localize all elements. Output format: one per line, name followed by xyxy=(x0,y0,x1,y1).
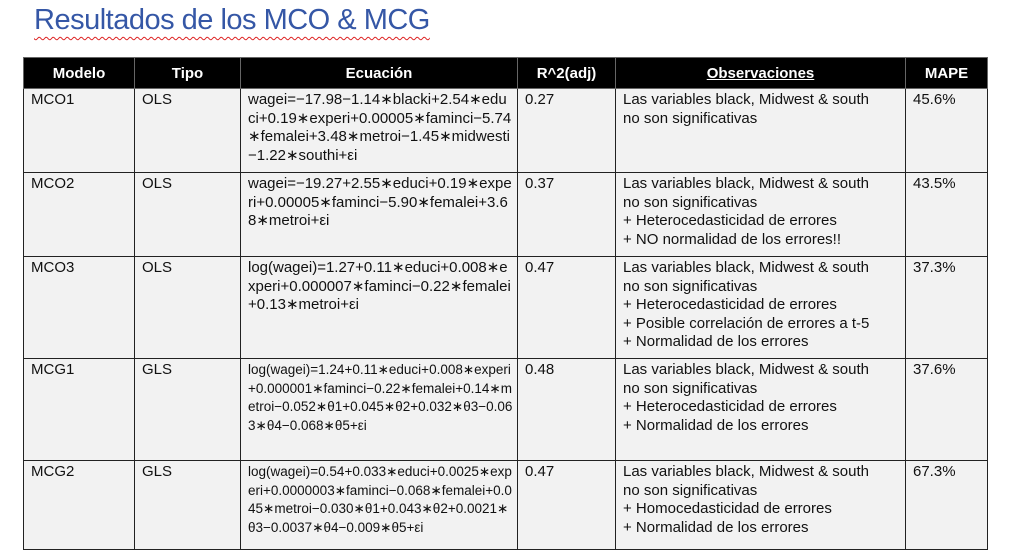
cell-modelo: MCG1 xyxy=(23,358,135,461)
cell-tipo: GLS xyxy=(134,460,241,550)
obs-line: no son significativas xyxy=(623,379,758,397)
cell-ecuacion: wagei=−17.98−1.14∗blacki+2.54∗educi+0.19… xyxy=(240,88,518,173)
header-ecuacion: Ecuación xyxy=(240,57,518,89)
cell-modelo: MCO1 xyxy=(23,88,135,173)
cell-r2: 0.27 xyxy=(517,88,616,173)
cell-modelo: MCG2 xyxy=(23,460,135,550)
cell-modelo: MCO3 xyxy=(23,256,135,359)
obs-line: no son significativas xyxy=(623,193,758,211)
results-table: Modelo Tipo Ecuación R^2(adj) Observacio… xyxy=(23,57,988,550)
obs-line: no son significativas xyxy=(623,277,758,295)
header-modelo: Modelo xyxy=(23,57,135,89)
page-title: Resultados de los MCO & MCG xyxy=(34,4,430,36)
obs-line: Las variables black, Midwest & south xyxy=(623,91,869,108)
cell-r2: 0.47 xyxy=(517,460,616,550)
obs-line: + Normalidad de los errores xyxy=(623,333,809,350)
cell-observaciones: Las variables black, Midwest & south no … xyxy=(615,88,906,173)
cell-mape: 37.6% xyxy=(905,358,988,461)
obs-line: no son significativas xyxy=(623,109,758,127)
cell-mape: 45.6% xyxy=(905,88,988,173)
obs-line: + Normalidad de los errores xyxy=(623,518,809,536)
cell-observaciones: Las variables black, Midwest & south no … xyxy=(615,256,906,359)
header-row: Modelo Tipo Ecuación R^2(adj) Observacio… xyxy=(23,57,988,89)
table-header: Modelo Tipo Ecuación R^2(adj) Observacio… xyxy=(23,57,988,89)
cell-observaciones: Las variables black, Midwest & south no … xyxy=(615,172,906,257)
obs-line: Las variables black, Midwest & south xyxy=(623,259,869,276)
obs-line: Las variables black, Midwest & south xyxy=(623,175,869,192)
cell-r2: 0.47 xyxy=(517,256,616,359)
cell-tipo: GLS xyxy=(134,358,241,461)
cell-tipo: OLS xyxy=(134,88,241,173)
cell-mape: 43.5% xyxy=(905,172,988,257)
table-row: MCO2 OLS wagei=−19.27+2.55∗educi+0.19∗ex… xyxy=(23,172,988,257)
header-observaciones: Observaciones xyxy=(615,57,906,89)
cell-observaciones: Las variables black, Midwest & south no … xyxy=(615,460,906,550)
table-body: MCO1 OLS wagei=−17.98−1.14∗blacki+2.54∗e… xyxy=(23,88,988,550)
obs-line: + Heterocedasticidad de errores xyxy=(623,212,837,229)
cell-tipo: OLS xyxy=(134,172,241,257)
cell-tipo: OLS xyxy=(134,256,241,359)
cell-ecuacion: wagei=−19.27+2.55∗educi+0.19∗experi+0.00… xyxy=(240,172,518,257)
header-r2: R^2(adj) xyxy=(517,57,616,89)
cell-ecuacion: log(wagei)=0.54+0.033∗educi+0.0025∗exper… xyxy=(240,460,518,550)
cell-observaciones: Las variables black, Midwest & south no … xyxy=(615,358,906,461)
cell-r2: 0.37 xyxy=(517,172,616,257)
cell-mape: 67.3% xyxy=(905,460,988,550)
table-row: MCO3 OLS log(wagei)=1.27+0.11∗educi+0.00… xyxy=(23,256,988,359)
cell-mape: 37.3% xyxy=(905,256,988,359)
obs-line: + Heterocedasticidad de errores xyxy=(623,296,837,313)
obs-line: + Normalidad de los errores xyxy=(623,416,809,434)
obs-line: + Posible correlación de errores a t-5 xyxy=(623,314,870,332)
obs-line: Las variables black, Midwest & south xyxy=(623,361,869,378)
cell-modelo: MCO2 xyxy=(23,172,135,257)
table-row: MCO1 OLS wagei=−17.98−1.14∗blacki+2.54∗e… xyxy=(23,88,988,173)
header-tipo: Tipo xyxy=(134,57,241,89)
cell-ecuacion: log(wagei)=1.27+0.11∗educi+0.008∗experi+… xyxy=(240,256,518,359)
obs-line: Las variables black, Midwest & south xyxy=(623,463,869,480)
obs-line: + Heterocedasticidad de errores xyxy=(623,398,837,415)
obs-line: no son significativas xyxy=(623,481,758,499)
table-row: MCG2 GLS log(wagei)=0.54+0.033∗educi+0.0… xyxy=(23,460,988,550)
obs-line: + Homocedasticidad de errores xyxy=(623,500,832,517)
obs-line: + NO normalidad de los errores!! xyxy=(623,230,842,248)
table-row: MCG1 GLS log(wagei)=1.24+0.11∗educi+0.00… xyxy=(23,358,988,461)
cell-ecuacion: log(wagei)=1.24+0.11∗educi+0.008∗experi+… xyxy=(240,358,518,461)
cell-r2: 0.48 xyxy=(517,358,616,461)
header-mape: MAPE xyxy=(905,57,988,89)
